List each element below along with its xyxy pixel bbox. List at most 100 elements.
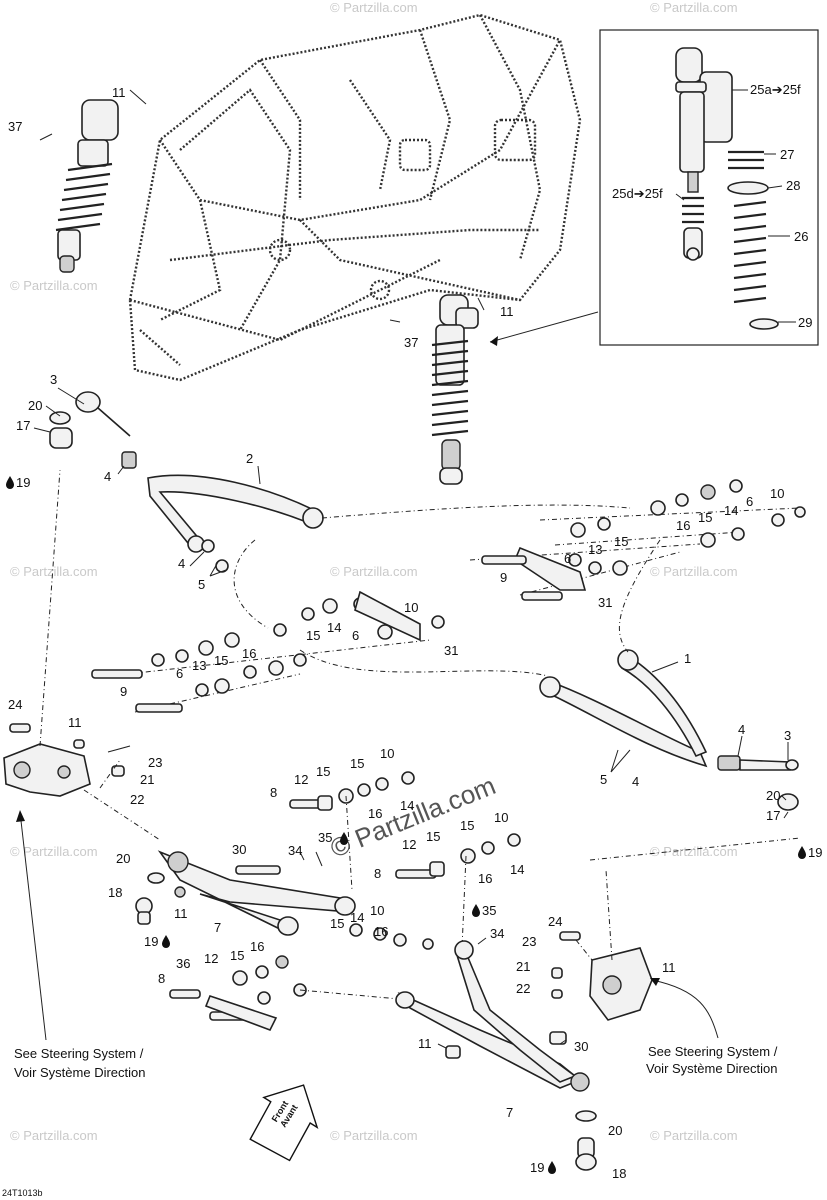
callout-22: 22 xyxy=(130,792,144,807)
steering-knuckle-left xyxy=(3,469,161,1041)
callout-11: 11 xyxy=(662,960,676,975)
note-line2: Voir Système Direction xyxy=(14,1065,146,1080)
callout-6: 6 xyxy=(564,551,571,566)
callout-7: 7 xyxy=(506,1105,513,1120)
callout-2: 2 xyxy=(246,451,253,466)
callout-9: 9 xyxy=(120,684,127,699)
callout-13: 13 xyxy=(588,542,602,557)
callout-17: 17 xyxy=(766,808,780,823)
callout-15: 15 xyxy=(350,756,364,771)
callout-10: 10 xyxy=(370,903,384,918)
callout-24: 24 xyxy=(8,697,22,712)
callout-34: 34 xyxy=(490,926,504,941)
callout-23: 23 xyxy=(522,934,536,949)
watermark: © Partzilla.com xyxy=(330,1128,418,1143)
callout-28: 28 xyxy=(786,178,800,193)
callout-4: 4 xyxy=(104,469,111,484)
callout-23: 23 xyxy=(148,755,162,770)
front-direction-arrow: Front Avant xyxy=(249,1084,319,1162)
callout-30: 30 xyxy=(232,842,246,857)
detail-pointer-line xyxy=(489,311,599,343)
callout-14: 14 xyxy=(510,862,524,877)
callout-35: 35 xyxy=(482,903,496,918)
callout-6: 6 xyxy=(352,628,359,643)
callout-16: 16 xyxy=(368,806,382,821)
callout-26: 26 xyxy=(794,229,808,244)
callout-15: 15 xyxy=(330,916,344,931)
callout-12: 12 xyxy=(204,951,218,966)
callout-15: 15 xyxy=(214,653,228,668)
lower-a-arm-right xyxy=(395,940,597,1171)
diagram-code: 24T1013b xyxy=(2,1188,43,1198)
note-line1: See Steering System / xyxy=(648,1044,778,1059)
callout-5: 5 xyxy=(198,577,205,592)
callout-3: 3 xyxy=(50,372,57,387)
callout-18: 18 xyxy=(612,1166,626,1181)
callout-19: 19 xyxy=(16,475,30,490)
callout-14: 14 xyxy=(327,620,341,635)
front-shock-absorber-left xyxy=(55,99,119,273)
callout-9: 9 xyxy=(500,570,507,585)
callout-34: 34 xyxy=(288,843,302,858)
note-line2: Voir Système Direction xyxy=(646,1061,778,1076)
callout-11: 11 xyxy=(418,1036,432,1051)
steering-note-left: See Steering System / Voir Système Direc… xyxy=(14,1046,146,1080)
callout-11: 11 xyxy=(68,715,82,730)
callout-8: 8 xyxy=(374,866,381,881)
callout-15: 15 xyxy=(230,948,244,963)
callout-21: 21 xyxy=(140,772,154,787)
callout-1: 1 xyxy=(684,651,691,666)
callout-16: 16 xyxy=(478,871,492,886)
callout-30: 30 xyxy=(574,1039,588,1054)
bushing-stack-upper-right xyxy=(469,479,806,601)
upper-a-arm-right xyxy=(539,649,799,811)
callout-25d-25f: 25d➔25f xyxy=(612,186,663,201)
callout-11: 11 xyxy=(500,304,514,319)
bushing-stack-upper-left xyxy=(91,504,661,713)
callout-29: 29 xyxy=(798,315,812,330)
callout-15: 15 xyxy=(698,510,712,525)
callout-10: 10 xyxy=(404,600,418,615)
watermark: © Partzilla.com xyxy=(10,564,98,579)
callout-14: 14 xyxy=(350,910,364,925)
callout-13: 13 xyxy=(192,658,206,673)
lower-a-arm-left xyxy=(135,850,356,936)
watermark: © Partzilla.com xyxy=(650,0,738,15)
bushing-stack-lower xyxy=(169,771,521,1032)
callout-25a-25f: 25a➔25f xyxy=(750,82,801,97)
callout-20: 20 xyxy=(608,1123,622,1138)
callout-6: 6 xyxy=(746,494,753,509)
callout-31: 31 xyxy=(598,595,612,610)
callout-19: 19 xyxy=(808,845,822,860)
callout-4: 4 xyxy=(738,722,745,737)
callout-16: 16 xyxy=(250,939,264,954)
callout-16: 16 xyxy=(676,518,690,533)
callout-27: 27 xyxy=(780,147,794,162)
callout-18: 18 xyxy=(108,885,122,900)
callout-17: 17 xyxy=(16,418,30,433)
vehicle-frame xyxy=(128,13,582,382)
callout-15: 15 xyxy=(460,818,474,833)
note-line1: See Steering System / xyxy=(14,1046,144,1061)
callout-12: 12 xyxy=(402,837,416,852)
callout-15: 15 xyxy=(426,829,440,844)
callout-labels: 11 37 11 37 25a➔25f 27 28 25d➔25f 26 29 … xyxy=(6,82,822,1181)
callout-14: 14 xyxy=(400,798,414,813)
callout-37: 37 xyxy=(404,335,418,350)
callout-4: 4 xyxy=(178,556,185,571)
shock-detail-box xyxy=(599,29,819,346)
callout-6: 6 xyxy=(176,666,183,681)
callout-7: 7 xyxy=(214,920,221,935)
callout-15: 15 xyxy=(614,534,628,549)
callout-12: 12 xyxy=(294,772,308,787)
watermark: © Partzilla.com xyxy=(10,1128,98,1143)
watermark: © Partzilla.com xyxy=(10,278,98,293)
callout-20: 20 xyxy=(28,398,42,413)
callout-16: 16 xyxy=(242,646,256,661)
callout-8: 8 xyxy=(158,971,165,986)
callout-20: 20 xyxy=(116,851,130,866)
watermark: © Partzilla.com xyxy=(650,1128,738,1143)
watermark: © Partzilla.com xyxy=(330,0,418,15)
callout-4: 4 xyxy=(632,774,639,789)
